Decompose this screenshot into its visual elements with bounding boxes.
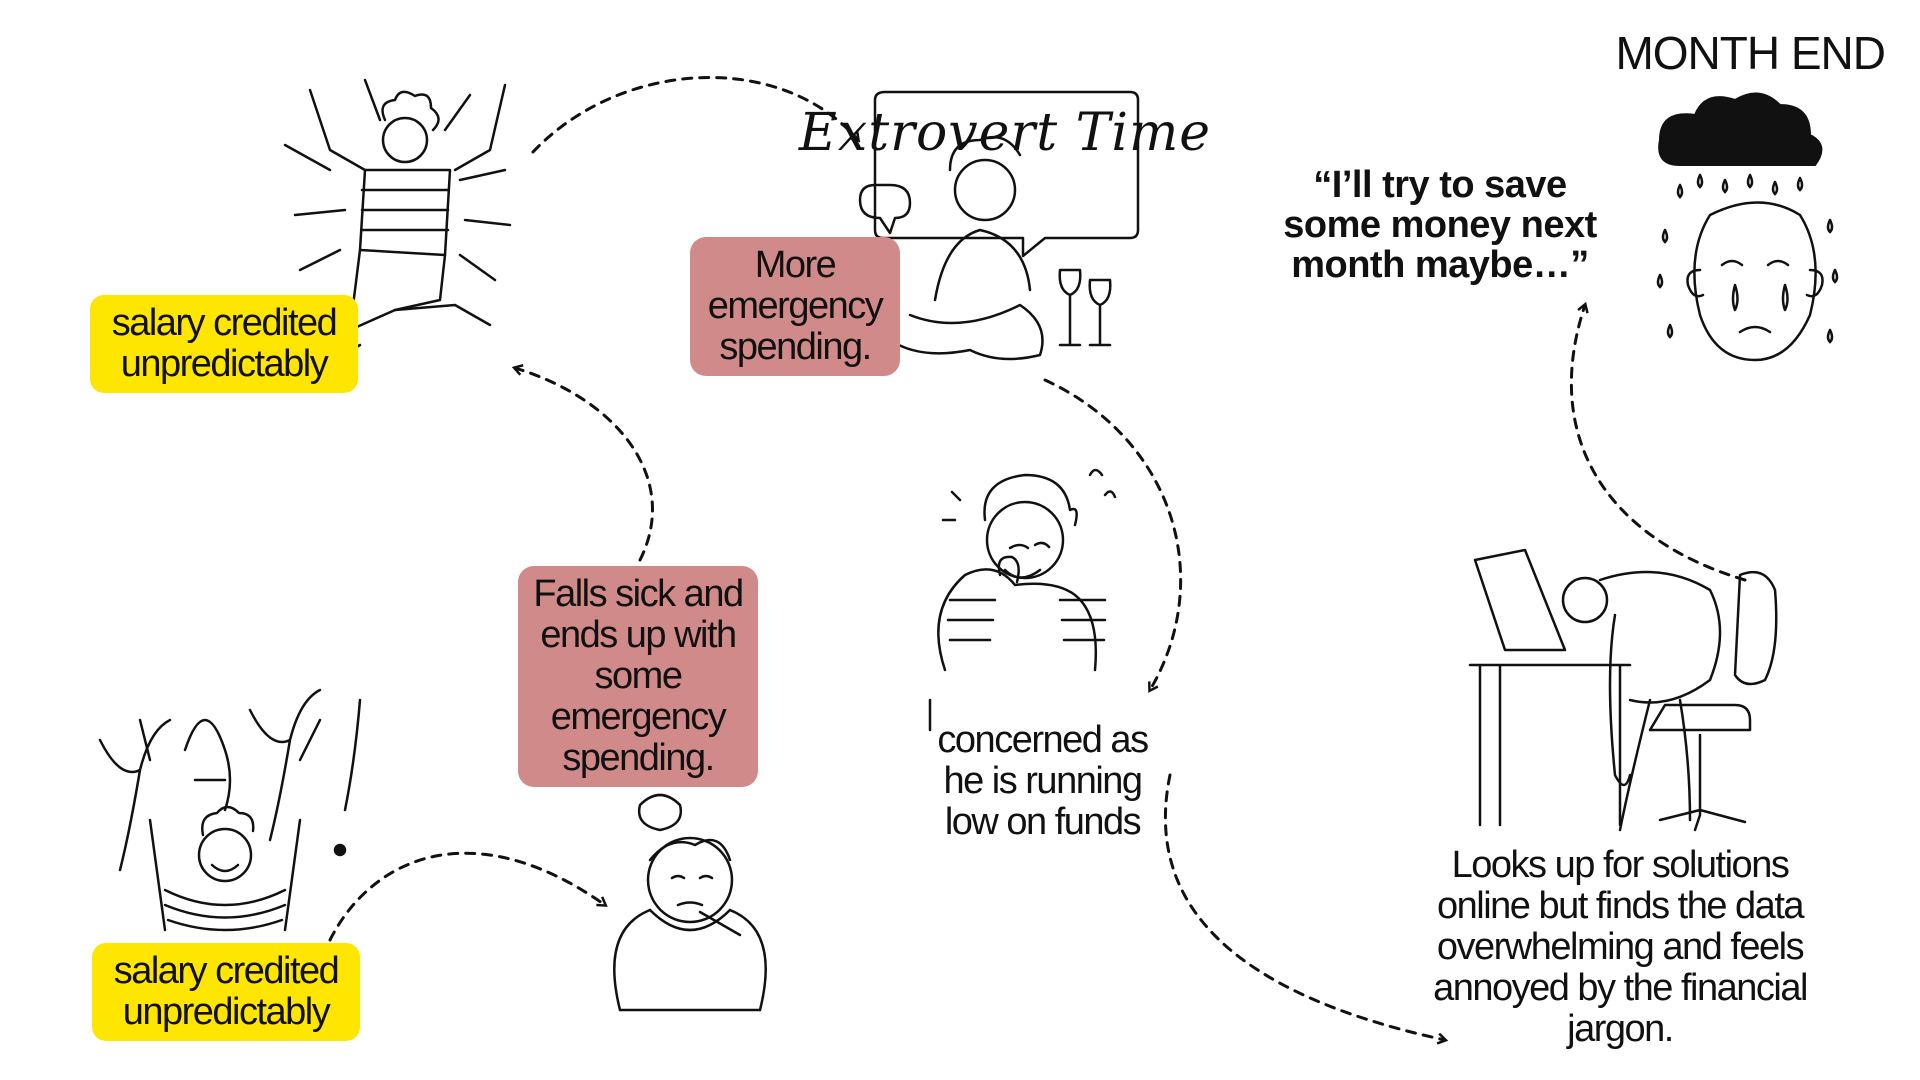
salary-credited-label-top: salary credited unpredictably (90, 295, 358, 393)
arrow-extrovert-to-concerned (1043, 378, 1183, 690)
arrow-sick-to-salary (515, 368, 654, 562)
more-emergency-spending-label: More emergency spending. (690, 237, 900, 376)
arrow-yay-to-sick (328, 851, 605, 942)
falls-sick-label: Falls sick and ends up with some emergen… (518, 566, 758, 787)
arrow-tired-to-monthend (1569, 305, 1747, 582)
page-title: MONTH END (1615, 27, 1886, 79)
arrow-concerned-to-tired (1163, 773, 1445, 1040)
concerned-label: concerned as he is running low on funds (937, 719, 1149, 843)
month-end-quote: “I’ll try to save some money next month … (1283, 164, 1597, 286)
salary-credited-label-bottom: salary credited unpredictably (92, 943, 360, 1041)
overwhelmed-label: Looks up for solutions online but finds … (1433, 844, 1808, 1050)
arrow-salary-to-extrovert (531, 76, 858, 154)
extrovert-sign-text: Extrovert Time (798, 103, 1211, 163)
